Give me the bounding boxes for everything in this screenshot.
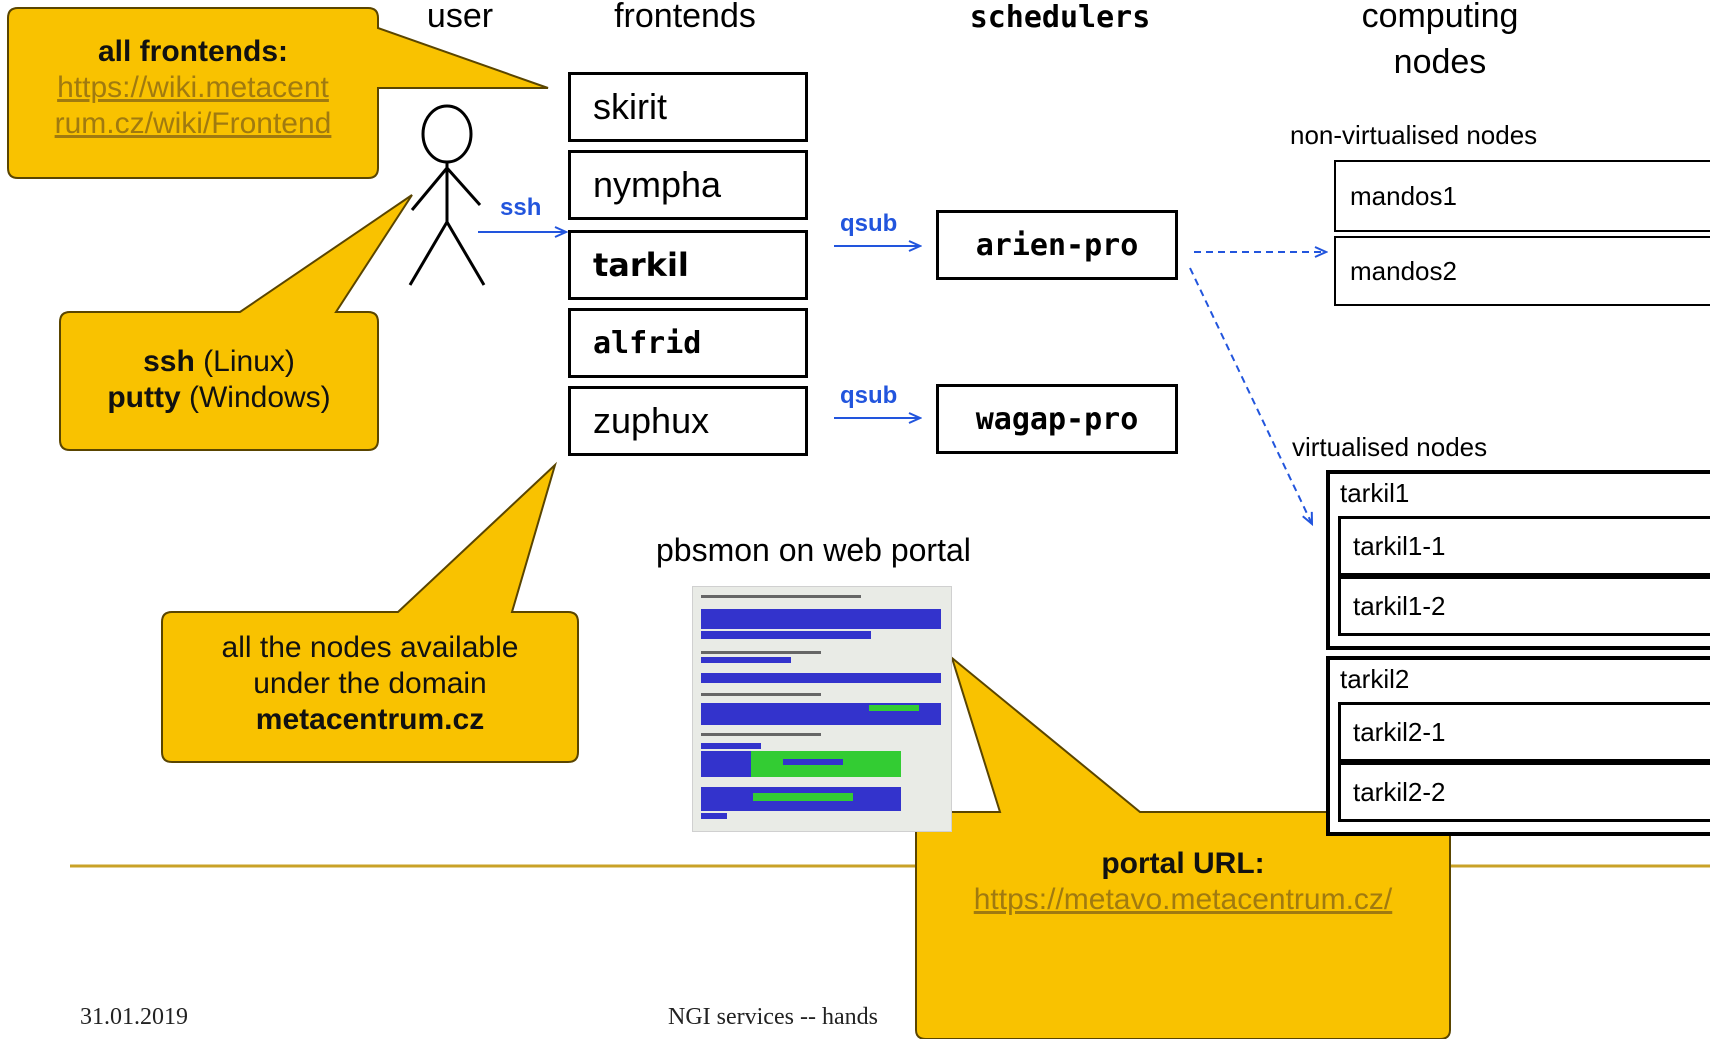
callout-portal: portal URL: https://metavo.metacentrum.c…: [918, 846, 1448, 918]
frontends-wiki-link-line1[interactable]: https://wiki.metacent: [57, 71, 329, 104]
putty-tool-name: putty: [107, 381, 181, 414]
portal-url-link[interactable]: https://metavo.metacentrum.cz/: [973, 883, 1393, 916]
header-nodes: nodes: [1393, 43, 1487, 81]
frontend-nympha: nympha: [568, 150, 808, 220]
ssh-arrow-label: ssh: [500, 194, 542, 221]
callout-nodes: all the nodes available under the domain…: [164, 630, 576, 738]
scheduler-wagap-pro: wagap-pro: [936, 384, 1178, 454]
callout-frontends-shape: [7, 7, 549, 179]
node-mandos1: mandos1: [1334, 160, 1710, 232]
frontend-zuphux: zuphux: [568, 386, 808, 456]
callout-ssh: ssh (Linux) putty (Windows): [62, 344, 376, 416]
callout-nodes-line2: under the domain: [253, 667, 487, 700]
vm-group-title: tarkil2: [1340, 664, 1410, 694]
footer-title: NGI services -- hands: [668, 1004, 878, 1030]
dispatch-arrow-tarkil: [1189, 267, 1312, 524]
pbsmon-screenshot-thumbnail: [692, 586, 952, 832]
frontend-skirit: skirit: [568, 72, 808, 142]
virtualised-label: virtualised nodes: [1292, 432, 1488, 462]
vm-node: tarkil1-1: [1338, 516, 1710, 576]
vm-group-tarkil2: tarkil2 tarkil2-1 tarkil2-2: [1326, 656, 1710, 836]
frontend-tarkil: tarkil: [568, 230, 808, 300]
callout-nodes-domain: metacentrum.cz: [255, 703, 485, 736]
qsub-label-arien: qsub: [840, 210, 898, 237]
vm-group-tarkil1: tarkil1 tarkil1-1 tarkil1-2: [1326, 470, 1710, 650]
user-stick-figure: [408, 104, 486, 286]
putty-tool-os: (Windows): [180, 381, 331, 414]
ssh-tool-name: ssh: [143, 345, 195, 378]
non-virtualised-label: non-virtualised nodes: [1290, 120, 1538, 150]
ssh-tool-os: (Linux): [194, 345, 295, 378]
vm-node: tarkil2-2: [1338, 762, 1710, 822]
vm-node: tarkil2-1: [1338, 702, 1710, 762]
qsub-label-wagap: qsub: [840, 382, 898, 409]
header-schedulers: schedulers: [969, 0, 1151, 35]
node-mandos2: mandos2: [1334, 236, 1710, 306]
callout-nodes-shape: [161, 461, 579, 763]
frontend-alfrid: alfrid: [568, 308, 808, 378]
callout-nodes-line1: all the nodes available: [221, 631, 519, 664]
callout-portal-title: portal URL:: [1101, 847, 1265, 880]
footer-date: 31.01.2019: [80, 1004, 188, 1030]
frontends-wiki-link-line2[interactable]: rum.cz/wiki/Frontend: [54, 107, 332, 140]
header-user: user: [426, 0, 494, 35]
callout-frontends-title: all frontends:: [97, 35, 288, 68]
pbsmon-label: pbsmon on web portal: [656, 532, 971, 568]
callout-frontends: all frontends: https://wiki.metacent rum…: [10, 34, 376, 142]
header-frontends: frontends: [614, 0, 756, 35]
vm-group-title: tarkil1: [1340, 478, 1410, 508]
scheduler-arien-pro: arien-pro: [936, 210, 1178, 280]
vm-node: tarkil1-2: [1338, 576, 1710, 636]
callout-ssh-shape: [59, 194, 413, 451]
header-computing: computing: [1361, 0, 1519, 35]
